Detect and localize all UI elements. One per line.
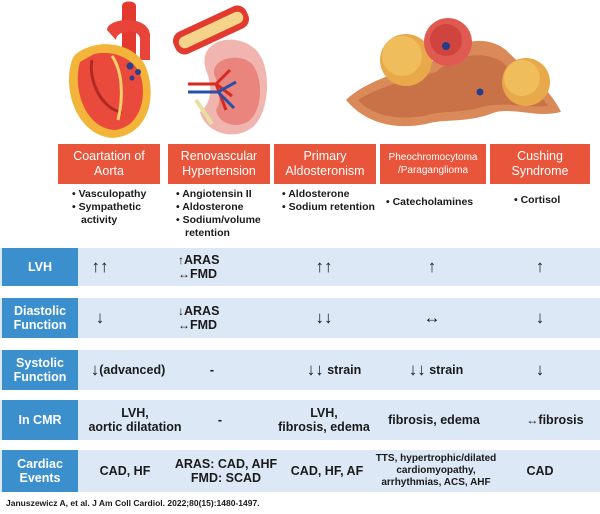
cell-events-coartation: CAD, HF [99,464,151,478]
cell-cmr-primary-aldosteronism: LVH, fibrosis, edema [278,406,370,434]
arrow-down-icon: ↓ [178,304,184,318]
mechanism-item: • Vasculopathy [72,188,147,200]
arrow-both-icon: ↔ [423,308,441,327]
cell-systolic-coartation: ↓(advanced) [90,360,166,379]
heart-aorta-illustration [68,1,151,138]
cell-systolic-cushing: ↓ [500,350,580,390]
adrenal-gland-illustration [346,18,561,127]
arrow-up-icon: ↑ [91,257,101,276]
cell-events-pheochromocytoma: TTS, hypertrophic/dilated cardiomyopathy… [375,453,497,488]
mechanisms-pheochromocytoma: • Catecholamines [386,196,486,209]
cell-lvh-cushing: ↑ [500,248,580,286]
col-header-coartation: Coartation of Aorta [58,144,160,184]
row-band-cardiac-events [0,450,600,492]
mechanisms-renovascular: • Angiotensin II • Aldosterone • Sodium/… [176,188,272,240]
col-header-renovascular: Renovascular Hypertension [168,144,270,184]
cell-cmr-renovascular: - [217,413,223,427]
arrow-down-icon: ↓ [535,308,545,327]
cell-diastolic-pheochromocytoma: ↔ [394,298,470,338]
cell-events-cushing: CAD [526,464,554,478]
col-header-cushing: Cushing Syndrome [490,144,590,184]
cell-cmr-cushing: ↔fibrosis [526,413,584,427]
cell-systolic-pheochromocytoma: ↓↓ strain [408,360,464,379]
row-label-systolic: Systolic Function [2,350,78,390]
arrow-down-icon: ↓ [535,360,545,379]
arrow-down-icon: ↓ [408,360,418,379]
citation: Januszewicz A, et al. J Am Coll Cardiol.… [6,498,260,508]
cell-systolic-primary-aldosteronism: ↓↓ strain [306,360,362,379]
arrow-both-icon: ↔ [178,318,190,332]
row-label-lvh: LVH [2,248,78,286]
arrow-down-icon: ↓ [417,360,426,379]
kidney-artery-illustration [172,5,268,135]
arrow-down-icon: ↓ [324,308,333,327]
mechanism-item: • Aldosterone [176,201,244,213]
arrow-up-icon: ↑ [178,253,184,267]
row-band-systolic [0,350,600,390]
arrow-up-icon: ↑ [315,257,325,276]
cell-diastolic-primary-aldosteronism: ↓↓ [284,298,364,338]
row-band-diastolic [0,298,600,338]
row-band-cmr [0,400,600,440]
cell-systolic-renovascular: - [209,363,215,377]
arrow-down-icon: ↓ [315,308,325,327]
arrow-down-icon: ↓ [90,360,100,379]
cell-diastolic-cushing: ↓ [500,298,580,338]
arrow-both-icon: ↔ [178,267,190,281]
mechanisms-cushing: • Cortisol [514,194,594,207]
arrow-up-icon: ↑ [324,257,333,276]
cell-diastolic-renovascular: ↓ARAS ↔FMD [178,304,220,332]
cell-cmr-pheochromocytoma: fibrosis, edema [388,413,480,427]
row-label-cmr: In CMR [2,400,78,440]
mechanism-item: • Cortisol [514,194,561,206]
cell-events-primary-aldosteronism: CAD, HF, AF [290,464,364,478]
arrow-down-icon: ↓ [306,360,316,379]
mechanism-item: • Sympathetic activity [72,201,142,226]
cell-diastolic-coartation: ↓ [62,298,138,338]
arrow-down-icon: ↓ [315,360,324,379]
mechanism-item: • Aldosterone [282,188,350,200]
mechanism-item: • Sodium/volume retention [176,214,261,239]
arrow-up-icon: ↑ [535,257,545,276]
mechanism-item: • Sodium retention [282,201,375,213]
row-label-diastolic: Diastolic Function [2,298,78,338]
row-label-cardiac-events: Cardiac Events [2,450,78,492]
col-header-primary-aldosteronism: Primary Aldosteronism [274,144,376,184]
arrow-up-icon: ↑ [427,257,437,276]
mechanisms-primary-aldosteronism: • Aldosterone • Sodium retention [282,188,380,214]
mechanism-item: • Angiotensin II [176,188,252,200]
cell-cmr-coartation: LVH, aortic dilatation [88,406,182,434]
col-header-pheochromocytoma: Pheochromocytoma /Paraganglioma [380,144,486,184]
mechanisms-coartation: • Vasculopathy • Sympathetic activity [72,188,162,227]
cell-events-renovascular: ARAS: CAD, AHF FMD: SCAD [174,457,278,485]
cell-lvh-primary-aldosteronism: ↑↑ [284,248,364,286]
arrow-both-icon: ↔ [526,413,539,427]
cell-lvh-renovascular: ↑ARAS ↔FMD [178,253,220,281]
cell-lvh-coartation: ↑↑ [62,248,138,286]
mechanism-item: • Catecholamines [386,196,474,208]
cell-lvh-pheochromocytoma: ↑ [394,248,470,286]
arrow-down-icon: ↓ [95,308,105,327]
arrow-up-icon: ↑ [100,257,109,276]
row-band-lvh [0,248,600,286]
